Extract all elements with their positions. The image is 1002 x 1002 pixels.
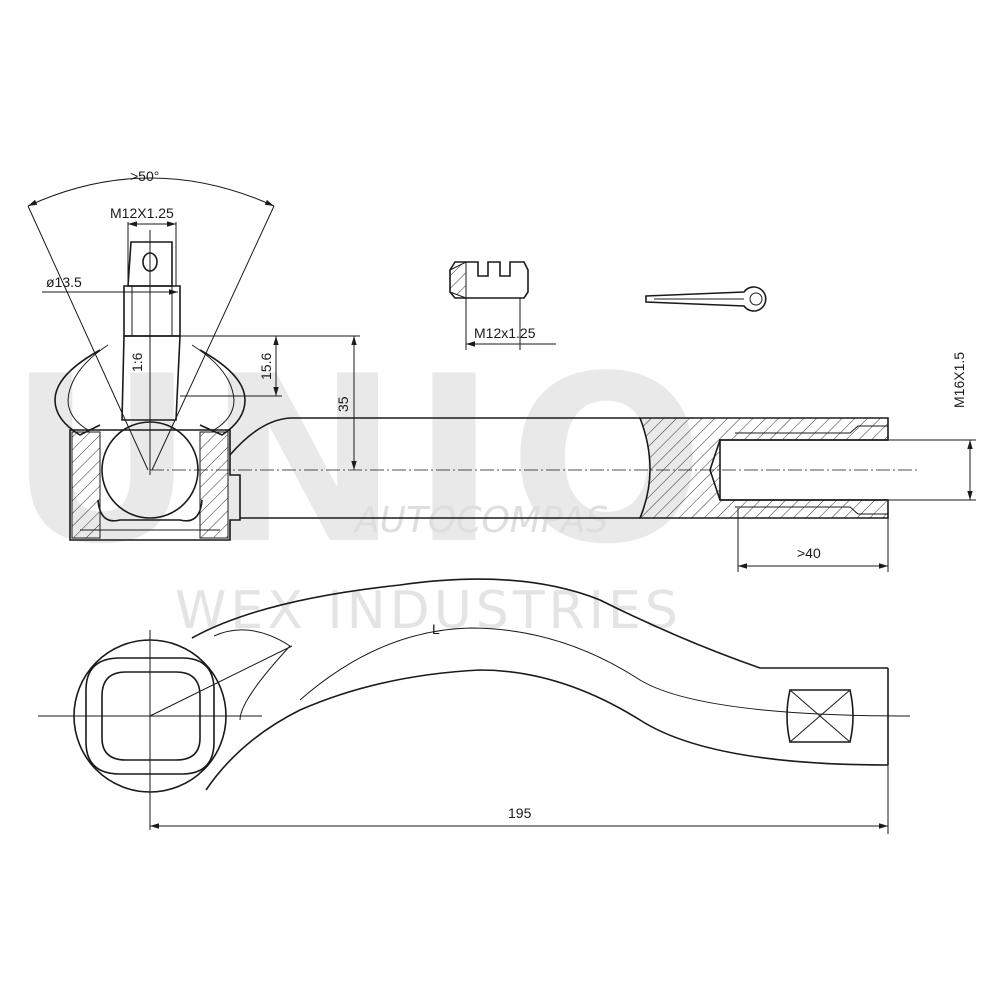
length-symbol: L — [432, 621, 440, 637]
dust-boot-left — [54, 349, 101, 436]
thread-depth-label: >40 — [797, 545, 821, 561]
angle-label: >50° — [130, 168, 159, 184]
threaded-end-section — [638, 417, 889, 519]
cone-height-label: 15.6 — [258, 353, 274, 380]
nut-thread-label: M12x1.25 — [474, 325, 536, 341]
arm-upper — [191, 578, 888, 669]
stud-taper — [121, 335, 181, 421]
watermark-line1: AUTOCOMPAS — [353, 500, 608, 541]
watermark-brand: UNIO — [8, 328, 716, 595]
socket-rim — [85, 657, 215, 775]
angle-arc — [27, 177, 275, 207]
taper-label: 1:6 — [129, 352, 145, 372]
castle-nut: M12x1.25 — [449, 261, 556, 350]
socket-housing — [69, 429, 241, 541]
watermark-line2: WEX INDUSTRIES — [175, 581, 682, 641]
angle-line-right — [151, 205, 275, 471]
watermark: UNIO AUTOCOMPAS WEX INDUSTRIES — [8, 328, 716, 641]
top-view: L 195 — [38, 578, 911, 834]
angle-line-left — [27, 205, 149, 471]
inner-thread-label: M16X1.5 — [951, 352, 967, 408]
side-view: 1:6 15.6 35 M16X1.5 >40 — [27, 177, 976, 572]
stud-diameter-label: ø13.5 — [46, 274, 82, 290]
arm-lower — [205, 669, 889, 791]
cotter-pin — [645, 286, 767, 312]
height-label: 35 — [335, 396, 351, 412]
arm-top-edge — [229, 417, 640, 456]
length-label: 195 — [508, 805, 532, 821]
socket-inner — [101, 671, 201, 761]
dust-boot-right — [199, 349, 246, 436]
stud-thread-label: M12X1.25 — [110, 205, 174, 221]
